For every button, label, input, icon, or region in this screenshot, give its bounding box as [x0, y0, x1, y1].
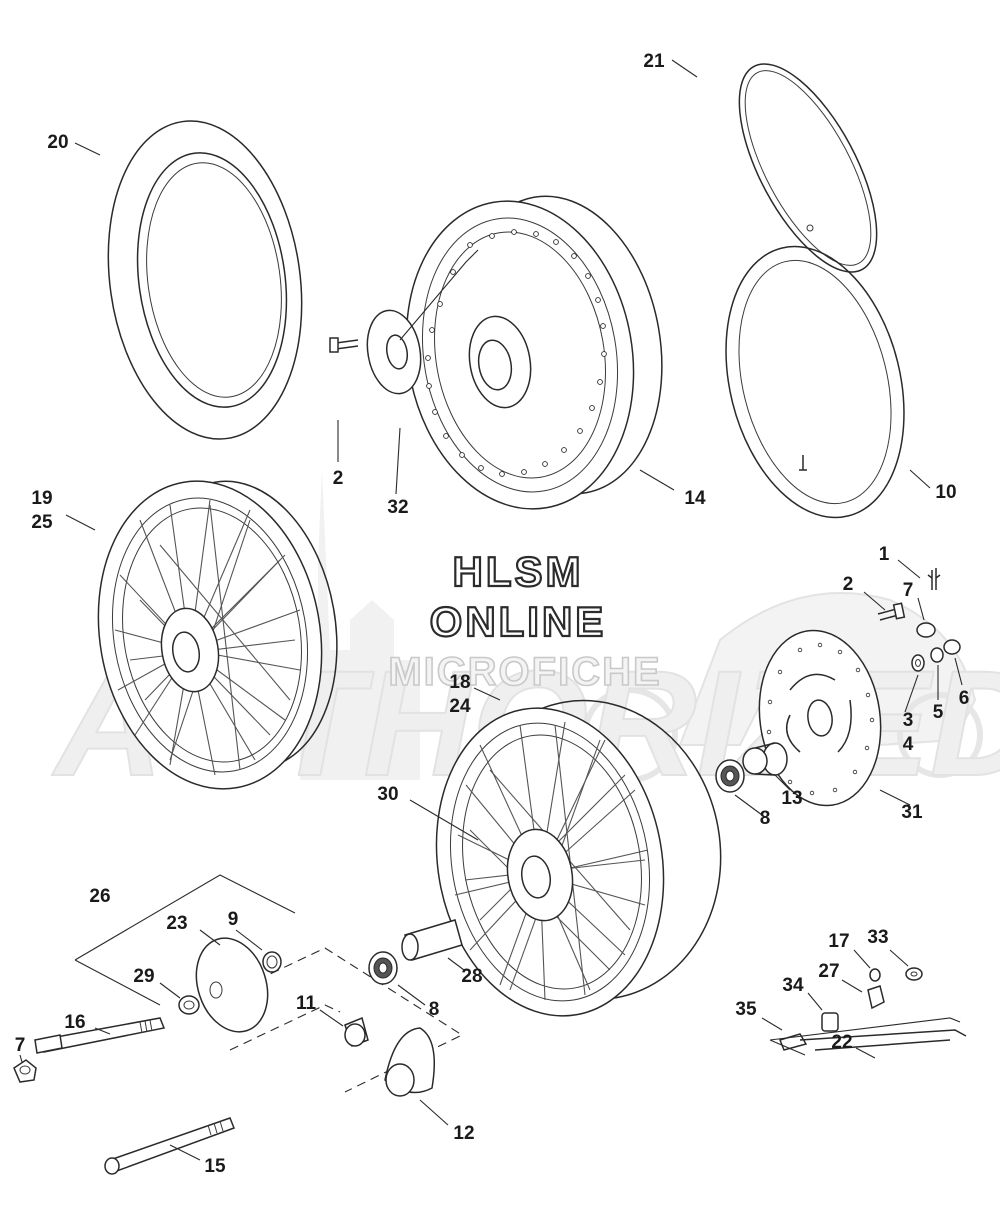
callout-20: 20	[47, 132, 68, 153]
part-14-disc-wheel	[405, 195, 663, 510]
part-16-axle	[34, 1017, 166, 1054]
callout-28: 28	[461, 966, 482, 987]
callout-2-lower: 2	[843, 574, 854, 595]
callout-14: 14	[684, 488, 706, 509]
part-33-valve-nut	[905, 967, 923, 981]
callout-26: 26	[89, 886, 110, 907]
part-20-tire	[107, 120, 303, 440]
part-10-inner-tube	[725, 245, 905, 519]
callout-24: 24	[449, 696, 471, 717]
callout-11: 11	[296, 993, 317, 1014]
part-28-spacer-tube	[401, 919, 463, 961]
callout-1: 1	[879, 544, 890, 565]
callout-34: 34	[782, 975, 804, 996]
watermark-line3: MICROFICHE	[388, 650, 661, 694]
part-8-bearing-lower	[368, 951, 398, 985]
part-22-spoke-rod	[769, 1017, 967, 1056]
callout-4: 4	[903, 734, 914, 755]
part-7-nut-lower	[13, 1059, 37, 1083]
callout-8-upper: 8	[760, 808, 771, 829]
callout-21: 21	[643, 51, 665, 72]
callout-7-lower: 7	[15, 1035, 26, 1056]
callout-9: 9	[228, 909, 239, 930]
callout-6: 6	[959, 688, 970, 709]
callout-2-upper: 2	[333, 468, 344, 489]
part-17-valve-cap	[869, 968, 881, 982]
callout-3: 3	[903, 710, 914, 731]
watermark-line2: ONLINE	[430, 598, 607, 645]
part-7-nut-upper	[916, 622, 936, 638]
callout-32: 32	[387, 497, 408, 518]
callout-12: 12	[453, 1123, 474, 1144]
part-29-spacer	[178, 995, 200, 1015]
callout-35: 35	[735, 999, 757, 1020]
part-27-valve-stem	[867, 985, 885, 1010]
part-6-nut	[943, 639, 961, 655]
callout-18: 18	[449, 672, 470, 693]
callout-15: 15	[204, 1156, 226, 1177]
part-5-washer	[930, 647, 944, 663]
callout-31: 31	[901, 802, 923, 823]
watermark-text: HLSM ONLINE MICROFICHE	[388, 547, 661, 695]
part-21-rim-strip	[738, 63, 878, 273]
part-15-axle	[104, 1117, 235, 1175]
watermark-line1: HLSM	[453, 548, 584, 595]
part-12-cap	[384, 1027, 435, 1097]
part-11-bushing	[344, 1016, 369, 1047]
callout-22: 22	[831, 1032, 852, 1053]
part-35-weight	[778, 1033, 808, 1051]
part-19-spoke-wheel	[97, 480, 338, 790]
callout-8-lower: 8	[429, 999, 440, 1020]
part-3-washer	[911, 654, 925, 672]
callout-30: 30	[377, 784, 398, 805]
part-18-spoke-wheel	[435, 699, 722, 1017]
part-2-screw-lower	[877, 602, 906, 621]
part-8-bearing-upper	[715, 759, 745, 793]
part-31-brake-rotor	[758, 629, 882, 807]
callout-labels: 20 21 2 32 14 10 19 25 1 2 7 6 5 3 4 18 …	[15, 51, 970, 1177]
part-9-ring	[262, 951, 282, 973]
part-34-nipple	[821, 1012, 839, 1032]
callout-33: 33	[867, 927, 888, 948]
part-13-spacer	[742, 742, 788, 776]
callout-23: 23	[166, 913, 187, 934]
callout-29: 29	[133, 966, 154, 987]
callout-5: 5	[933, 702, 944, 723]
callout-17: 17	[828, 931, 849, 952]
callout-10: 10	[935, 482, 956, 503]
callout-19: 19	[31, 488, 52, 509]
callout-13: 13	[781, 788, 802, 809]
callout-16: 16	[64, 1012, 85, 1033]
callout-25: 25	[31, 512, 53, 533]
callout-27: 27	[818, 961, 839, 982]
part-1-clip	[927, 568, 941, 590]
callout-7-upper: 7	[903, 580, 914, 601]
part-23-cover	[195, 937, 269, 1033]
leader-lines	[19, 59, 963, 1161]
part-2-screw-upper	[329, 337, 359, 353]
